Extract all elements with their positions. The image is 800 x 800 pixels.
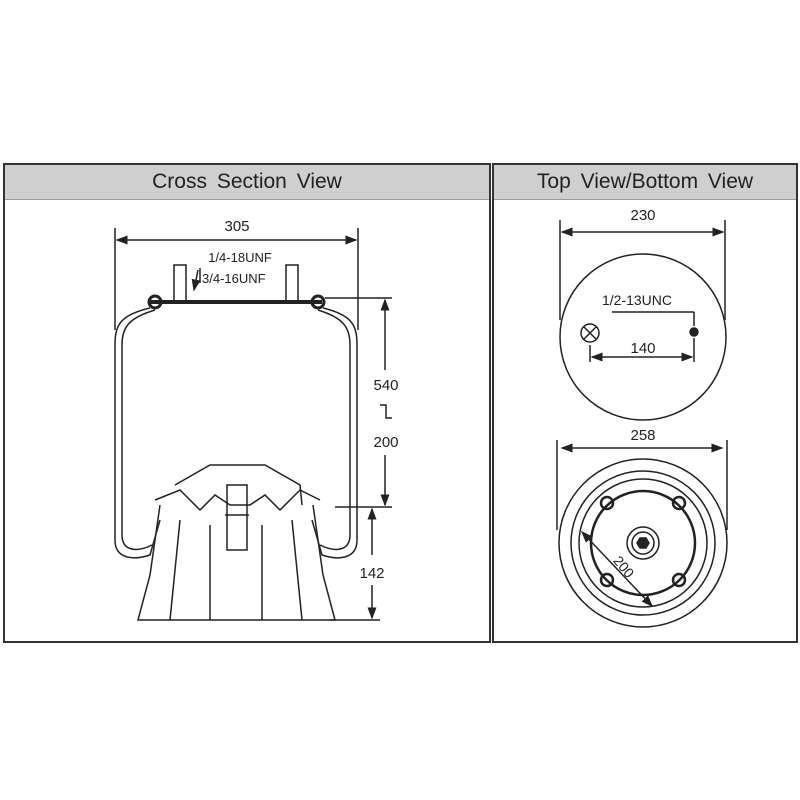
- top-diameter-label: 230: [630, 207, 655, 224]
- bottom-diameter-label: 258: [630, 427, 655, 444]
- thread-label-bottom: 3/4-16UNF: [202, 271, 266, 286]
- top-spacing-label: 140: [630, 340, 655, 357]
- cross-section-drawing: [114, 228, 392, 621]
- cross-section-title: Cross Section View: [5, 165, 489, 200]
- piston-height-label: 142: [359, 565, 384, 582]
- top-view-drawing: [559, 220, 727, 421]
- max-height-label: 540: [373, 377, 398, 394]
- air-fitting-icon: [580, 323, 600, 343]
- width-dimension-label: 305: [224, 218, 249, 235]
- top-bottom-title: Top View/Bottom View: [494, 165, 796, 200]
- bolt-circle-label: 200: [610, 553, 637, 581]
- thread-label-top: 1/4-18UNF: [208, 250, 272, 265]
- bottom-view-drawing: [556, 440, 728, 628]
- top-thread-label: 1/2-13UNC: [602, 292, 672, 308]
- min-height-label: 200: [373, 434, 398, 451]
